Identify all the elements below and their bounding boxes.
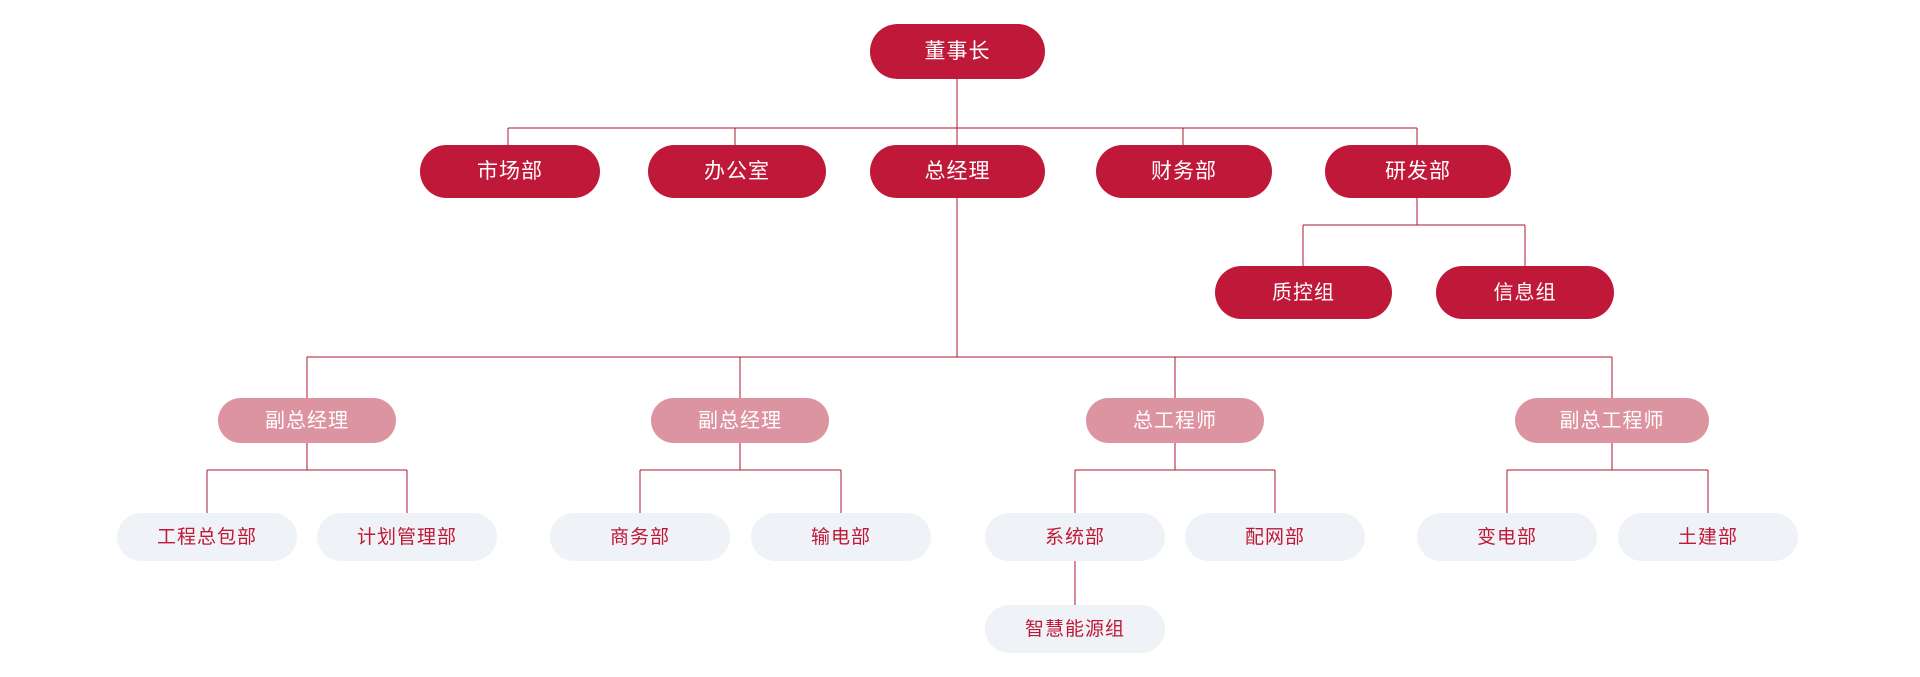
- node-system[interactable]: 系统部: [985, 513, 1165, 561]
- node-chairman-label: 董事长: [924, 40, 991, 63]
- node-smart-energy[interactable]: 智慧能源组: [985, 605, 1165, 653]
- node-chief-engineer-label: 总工程师: [1133, 409, 1217, 432]
- node-deputy-chief-engineer-label: 副总工程师: [1559, 409, 1665, 432]
- node-transmission[interactable]: 输电部: [751, 513, 931, 561]
- node-commerce-label: 商务部: [609, 526, 670, 548]
- node-planning-label: 计划管理部: [356, 526, 457, 548]
- node-civil[interactable]: 土建部: [1618, 513, 1798, 561]
- node-deputy-gm-1-label: 副总经理: [265, 409, 349, 432]
- node-deputy-gm-2[interactable]: 副总经理: [651, 398, 829, 443]
- node-commerce[interactable]: 商务部: [550, 513, 730, 561]
- node-general-manager[interactable]: 总经理: [870, 145, 1045, 198]
- node-system-label: 系统部: [1044, 526, 1105, 548]
- node-rnd[interactable]: 研发部: [1325, 145, 1511, 198]
- node-deputy-gm-1[interactable]: 副总经理: [218, 398, 396, 443]
- node-office-label: 办公室: [704, 160, 770, 183]
- node-chief-engineer[interactable]: 总工程师: [1086, 398, 1264, 443]
- node-epc[interactable]: 工程总包部: [117, 513, 297, 561]
- node-quality-control-label: 质控组: [1272, 281, 1335, 304]
- node-deputy-gm-2-label: 副总经理: [698, 409, 782, 432]
- node-quality-control[interactable]: 质控组: [1215, 266, 1392, 319]
- node-substation-label: 变电部: [1476, 526, 1537, 548]
- node-chairman[interactable]: 董事长: [870, 24, 1045, 79]
- node-distribution[interactable]: 配网部: [1185, 513, 1365, 561]
- node-epc-label: 工程总包部: [156, 526, 257, 548]
- node-finance-label: 财务部: [1151, 160, 1217, 183]
- node-marketing[interactable]: 市场部: [420, 145, 600, 198]
- node-deputy-chief-engineer[interactable]: 副总工程师: [1515, 398, 1709, 443]
- node-office[interactable]: 办公室: [648, 145, 826, 198]
- node-transmission-label: 输电部: [810, 526, 871, 548]
- node-civil-label: 土建部: [1677, 526, 1738, 548]
- node-smart-energy-label: 智慧能源组: [1024, 618, 1125, 640]
- node-finance[interactable]: 财务部: [1096, 145, 1272, 198]
- node-general-manager-label: 总经理: [924, 160, 991, 183]
- node-planning[interactable]: 计划管理部: [317, 513, 497, 561]
- node-marketing-label: 市场部: [477, 160, 543, 183]
- node-substation[interactable]: 变电部: [1417, 513, 1597, 561]
- node-information-label: 信息组: [1493, 281, 1557, 304]
- node-information[interactable]: 信息组: [1436, 266, 1614, 319]
- node-rnd-label: 研发部: [1385, 160, 1451, 183]
- node-distribution-label: 配网部: [1244, 526, 1305, 548]
